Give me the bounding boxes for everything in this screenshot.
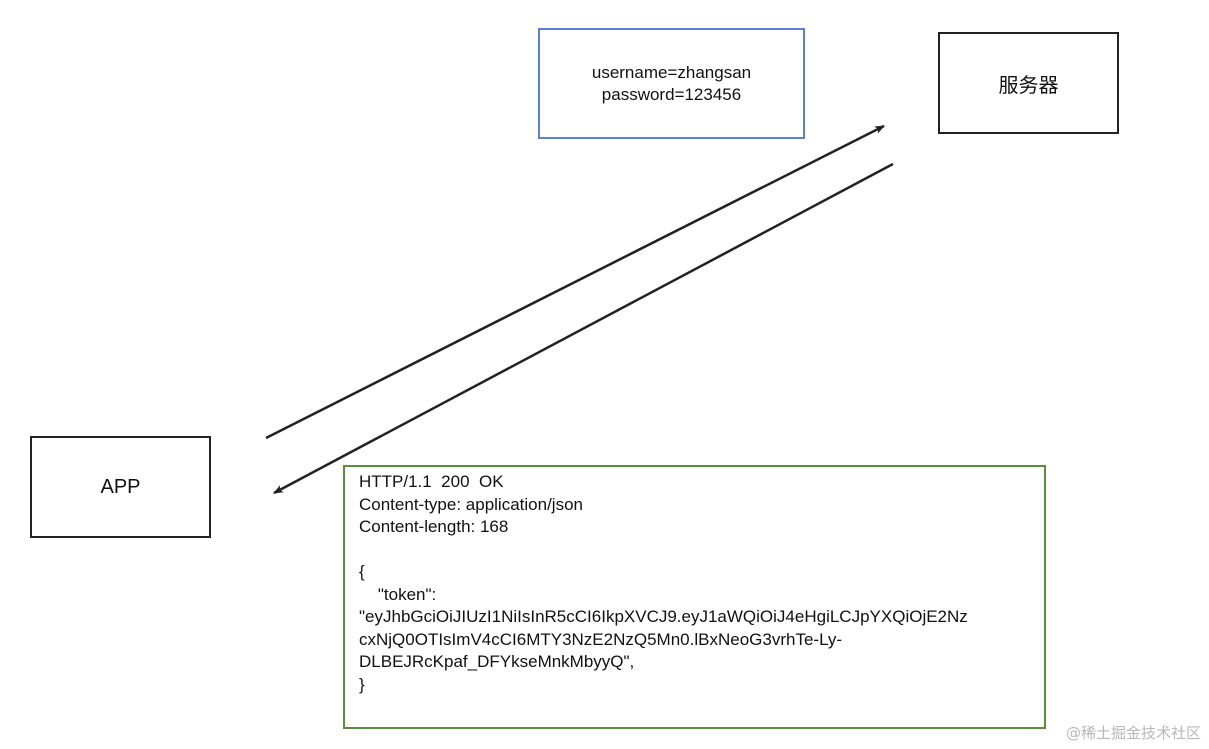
request-password: password=123456 xyxy=(601,84,742,104)
response-line: cxNjQ0OTIsImV4cCI6MTY3NzE2NzQ5Mn0.lBxNeo… xyxy=(359,629,843,649)
app-label: APP xyxy=(100,475,141,498)
response-line: "token": xyxy=(359,584,437,604)
http-response-box: HTTP/1.1 200 OK Content-type: applicatio… xyxy=(343,465,1046,729)
request-params-box: username=zhangsan password=123456 xyxy=(538,28,805,139)
request-username: username=zhangsan xyxy=(591,62,752,82)
response-line: DLBEJRcKpaf_DFYkseMnkMbyyQ", xyxy=(359,652,635,671)
watermark: @稀土掘金技术社区 xyxy=(1065,724,1201,742)
request-arrow xyxy=(265,124,885,440)
response-line: Content-length: 168 xyxy=(359,517,509,536)
app-node: APP xyxy=(30,436,211,538)
response-line xyxy=(359,539,1044,562)
response-line: { xyxy=(359,562,365,581)
response-line: HTTP/1.1 200 OK xyxy=(359,472,504,491)
response-arrow xyxy=(273,162,894,495)
response-line: "eyJhbGciOiJIUzI1NiIsInR5cCI6IkpXVCJ9.ey… xyxy=(359,607,968,626)
server-node: 服务器 xyxy=(938,32,1119,134)
response-line: Content-type: application/json xyxy=(359,494,583,514)
response-line: } xyxy=(359,674,365,694)
server-label: 服务器 xyxy=(998,72,1059,97)
